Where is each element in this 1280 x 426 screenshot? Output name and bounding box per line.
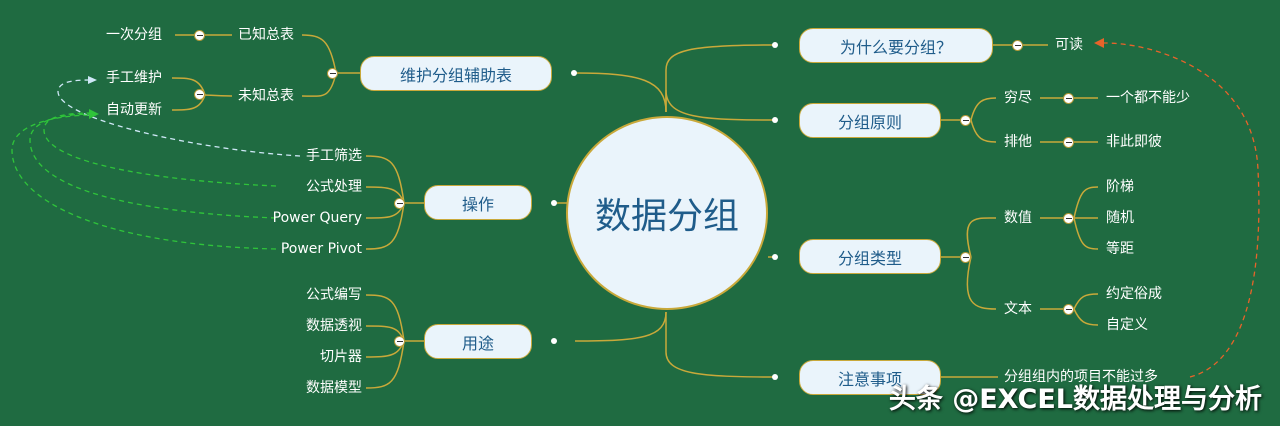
node-notes[interactable]: 注意事项 — [799, 360, 941, 395]
connector-dot — [772, 42, 778, 48]
leaf-exhaustive[interactable]: 穷尽 — [1004, 90, 1032, 106]
collapse-toggle-icon[interactable] — [1063, 304, 1074, 315]
node-maintain-aux-table[interactable]: 维护分组辅助表 — [360, 56, 552, 91]
watermark: 头条 @EXCEL数据处理与分析 — [888, 384, 1262, 415]
node-operations[interactable]: 操作 — [424, 185, 532, 220]
leaf-exclusive[interactable]: 排他 — [1004, 134, 1032, 150]
leaf-step[interactable]: 阶梯 — [1106, 179, 1134, 195]
collapse-toggle-icon[interactable] — [1063, 93, 1074, 104]
connector-dot — [772, 374, 778, 380]
leaf-unknown-table[interactable]: 未知总表 — [238, 88, 294, 104]
node-grouping-types[interactable]: 分组类型 — [799, 239, 941, 274]
leaf-data-model[interactable]: 数据模型 — [306, 380, 362, 396]
leaf-manual-maintain[interactable]: 手工维护 — [106, 70, 162, 86]
leaf-either-or[interactable]: 非此即彼 — [1106, 134, 1162, 150]
collapse-toggle-icon[interactable] — [960, 252, 971, 263]
connector-dot — [551, 200, 557, 206]
collapse-toggle-icon[interactable] — [394, 198, 405, 209]
collapse-toggle-icon[interactable] — [194, 89, 205, 100]
collapse-toggle-icon[interactable] — [1012, 40, 1023, 51]
leaf-custom[interactable]: 自定义 — [1106, 317, 1148, 333]
node-grouping-principle[interactable]: 分组原则 — [799, 103, 941, 138]
leaf-numeric[interactable]: 数值 — [1004, 210, 1032, 226]
center-topic[interactable]: 数据分组 — [566, 116, 768, 310]
collapse-toggle-icon[interactable] — [394, 336, 405, 347]
leaf-slicer[interactable]: 切片器 — [320, 349, 362, 365]
leaf-formula[interactable]: 公式处理 — [306, 179, 362, 195]
leaf-manual-filter[interactable]: 手工筛选 — [306, 148, 362, 164]
leaf-readable[interactable]: 可读 — [1055, 37, 1083, 53]
connector-dot — [571, 70, 577, 76]
leaf-not-too-many[interactable]: 分组组内的项目不能过多 — [1004, 369, 1158, 385]
connector-dot — [772, 254, 778, 260]
leaf-text[interactable]: 文本 — [1004, 301, 1032, 317]
leaf-formula-writing[interactable]: 公式编写 — [306, 287, 362, 303]
collapse-toggle-icon[interactable] — [194, 30, 205, 41]
leaf-power-query[interactable]: Power Query — [272, 210, 362, 226]
leaf-none-missing[interactable]: 一个都不能少 — [1106, 90, 1190, 106]
leaf-one-time-group[interactable]: 一次分组 — [106, 27, 162, 43]
node-uses[interactable]: 用途 — [424, 324, 532, 359]
collapse-toggle-icon[interactable] — [1063, 137, 1074, 148]
leaf-power-pivot[interactable]: Power Pivot — [280, 241, 362, 257]
leaf-known-table[interactable]: 已知总表 — [238, 27, 294, 43]
collapse-toggle-icon[interactable] — [1063, 213, 1074, 224]
node-why-group[interactable]: 为什么要分组？ — [799, 28, 993, 63]
connector-dot — [551, 338, 557, 344]
leaf-equal-interval[interactable]: 等距 — [1106, 241, 1134, 257]
leaf-random[interactable]: 随机 — [1106, 210, 1134, 226]
connector-dot — [772, 117, 778, 123]
leaf-auto-update[interactable]: 自动更新 — [106, 102, 162, 118]
leaf-pivot[interactable]: 数据透视 — [306, 318, 362, 334]
collapse-toggle-icon[interactable] — [327, 68, 338, 79]
leaf-convention[interactable]: 约定俗成 — [1106, 286, 1162, 302]
collapse-toggle-icon[interactable] — [960, 115, 971, 126]
